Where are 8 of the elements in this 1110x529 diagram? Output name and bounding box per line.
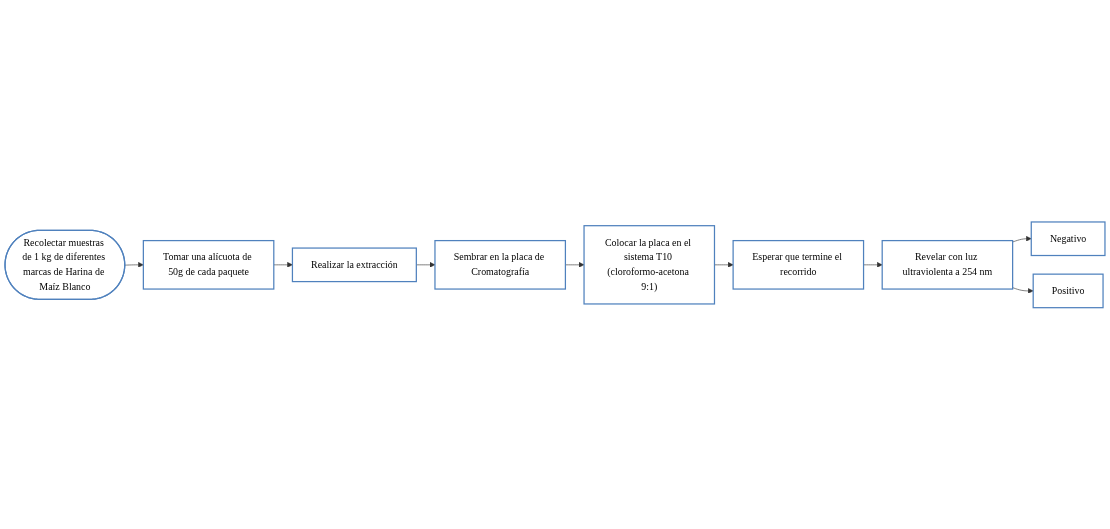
node-box: Realizar la extracción — [291, 247, 417, 282]
node-box: Sembrar en la placa de Cromatografía — [434, 239, 567, 290]
node-box: Revelar con luz ultraviolenta a 254 nm — [881, 239, 1014, 290]
node-box: Positivo — [1032, 273, 1104, 308]
node-box: Tomar una alícuota de 50g de cada paquete — [142, 239, 275, 290]
node-box: Negativo — [1030, 221, 1106, 256]
node-box: Esperar que termine el recorrido — [732, 239, 865, 290]
node-box: Colocar la placa en el sistema T10 (cloroformo-acetona 9:1) — [583, 224, 716, 305]
